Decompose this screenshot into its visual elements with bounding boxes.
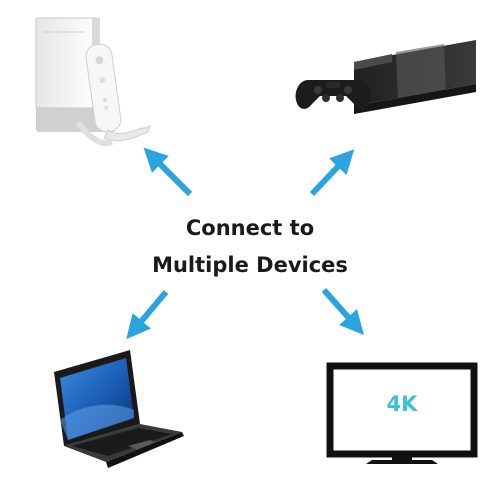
tv-4k-icon bbox=[326, 362, 478, 464]
tv-screen-label: 4K bbox=[386, 392, 418, 416]
arrow-to-tv bbox=[321, 288, 364, 335]
game-console-wii-icon bbox=[35, 17, 151, 147]
headline: Connect to Multiple Devices bbox=[100, 210, 400, 284]
game-console-ps4-icon bbox=[295, 40, 476, 114]
headline-line-1: Connect to bbox=[185, 216, 315, 240]
laptop-icon bbox=[54, 350, 184, 468]
arrow-to-laptop bbox=[126, 290, 169, 340]
arrow-to-wii bbox=[143, 147, 193, 197]
arrow-to-ps4 bbox=[309, 149, 355, 197]
headline-line-2: Multiple Devices bbox=[152, 253, 348, 277]
arrows bbox=[126, 147, 364, 340]
